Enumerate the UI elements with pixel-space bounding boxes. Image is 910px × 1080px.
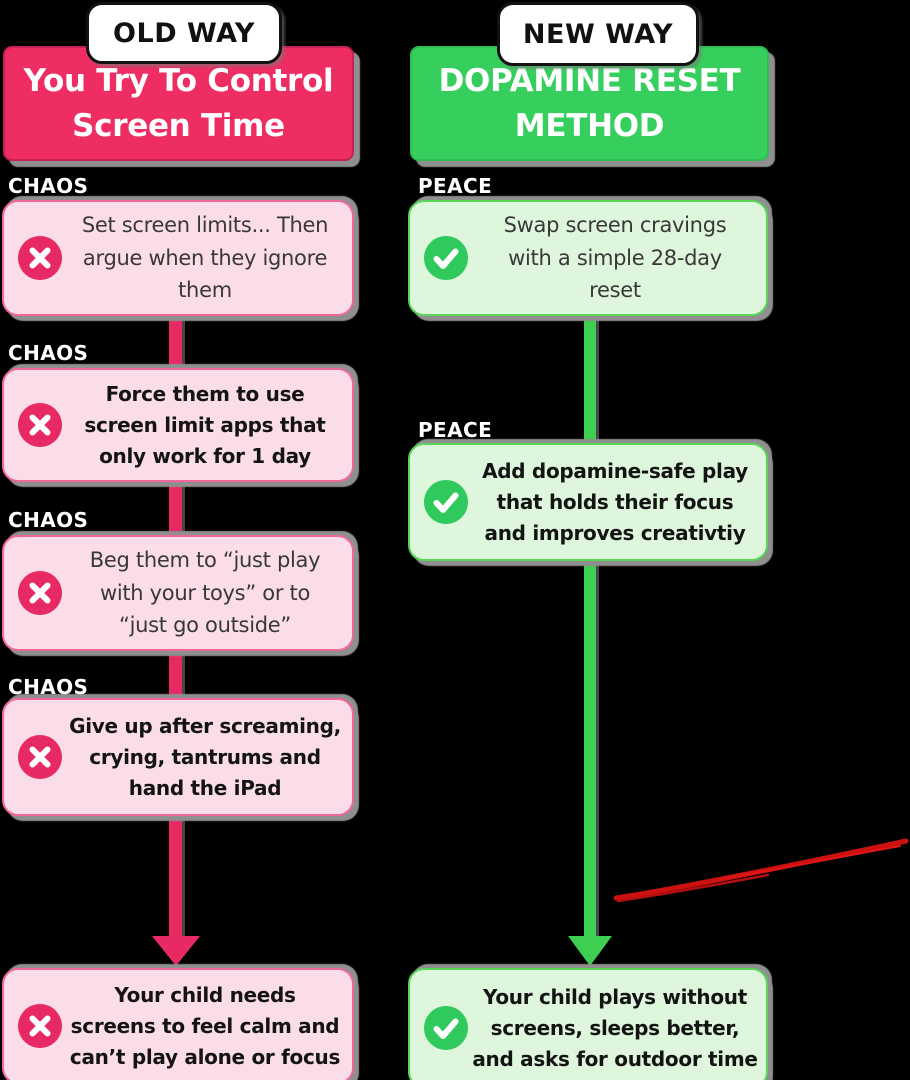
check-circle-icon (424, 236, 468, 280)
x-circle-icon (18, 1004, 62, 1048)
new-step-box-2: Add dopamine-safe play that holds their … (408, 443, 768, 561)
step-text: Set screen limits... Then argue when the… (81, 213, 329, 303)
outcome-text: Your child plays without screens, sleeps… (472, 984, 758, 1071)
chaos-label: CHAOS (8, 341, 89, 365)
flow-connector-old (169, 645, 182, 700)
step-text: Give up after screaming, crying, tantrum… (69, 713, 341, 800)
step-text: Swap screen cravings with a simple 28-da… (503, 213, 727, 303)
x-circle-icon (18, 403, 62, 447)
chaos-label: CHAOS (8, 174, 89, 198)
peace-label: PEACE (418, 174, 493, 198)
chaos-label: CHAOS (8, 508, 89, 532)
flow-connector-new (584, 311, 596, 445)
new-outcome-box: Your child plays without screens, sleeps… (408, 968, 768, 1080)
annotation-red-line (613, 838, 909, 903)
new-step-box-1: Swap screen cravings with a simple 28-da… (408, 200, 768, 316)
flow-connector-old (169, 476, 182, 537)
new-way-badge: NEW WAY (497, 2, 699, 66)
flow-arrow-shaft-new (584, 555, 596, 939)
outcome-text: Your child needs screens to feel calm an… (69, 982, 341, 1069)
old-step-box-1: Set screen limits... Then argue when the… (2, 200, 354, 316)
new-way-header: DOPAMINE RESET METHOD (410, 46, 769, 161)
chaos-label: CHAOS (8, 675, 89, 699)
x-circle-icon (18, 236, 62, 280)
check-circle-icon (424, 1006, 468, 1050)
old-step-box-4: Give up after screaming, crying, tantrum… (2, 698, 354, 816)
old-step-box-3: Beg them to “just play with your toys” o… (2, 535, 354, 651)
old-step-box-2: Force them to use screen limit apps that… (2, 368, 354, 482)
old-way-header: You Try To Control Screen Time (3, 46, 354, 161)
flow-arrow-shaft-old (169, 811, 182, 939)
step-text: Add dopamine-safe play that holds their … (482, 458, 748, 545)
peace-label: PEACE (418, 418, 493, 442)
step-text: Force them to use screen limit apps that… (84, 381, 326, 468)
flow-connector-old (169, 311, 182, 370)
step-text: Beg them to “just play with your toys” o… (89, 548, 321, 638)
old-way-badge: OLD WAY (86, 2, 282, 64)
flow-arrowhead-old (152, 936, 200, 966)
x-circle-icon (18, 571, 62, 615)
x-circle-icon (18, 735, 62, 779)
old-outcome-box: Your child needs screens to feel calm an… (2, 968, 354, 1080)
flow-arrowhead-new (568, 936, 612, 966)
check-circle-icon (424, 480, 468, 524)
